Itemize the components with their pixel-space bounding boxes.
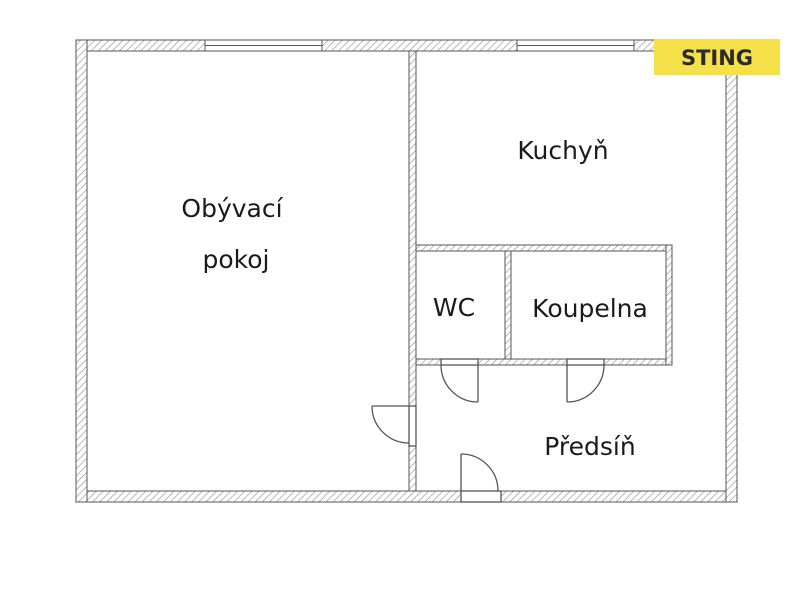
room-label-bathroom: Koupelna — [532, 294, 648, 323]
brand-badge: STING — [654, 39, 780, 75]
room-label-living-room-2: pokoj — [203, 245, 270, 274]
wall-top — [75, 39, 738, 52]
wall-bottom — [75, 490, 738, 503]
door-entrance — [460, 453, 502, 503]
wall-central-lower — [408, 445, 417, 492]
room-label-hallway: Předsíň — [544, 432, 635, 461]
windows — [204, 39, 635, 52]
doors — [371, 358, 605, 503]
wall-left — [75, 39, 88, 503]
door-wc — [440, 358, 479, 403]
brand-logo-text: STING — [681, 46, 753, 70]
room-label-kitchen: Kuchyň — [517, 136, 608, 165]
door-living-room — [371, 405, 417, 447]
room-label-living-room: Obývací — [181, 194, 283, 223]
outer-walls — [75, 39, 738, 503]
wall-central — [408, 50, 417, 407]
door-bathroom — [566, 358, 605, 403]
room-label-wc: WC — [433, 293, 475, 322]
wall-right — [725, 39, 738, 503]
